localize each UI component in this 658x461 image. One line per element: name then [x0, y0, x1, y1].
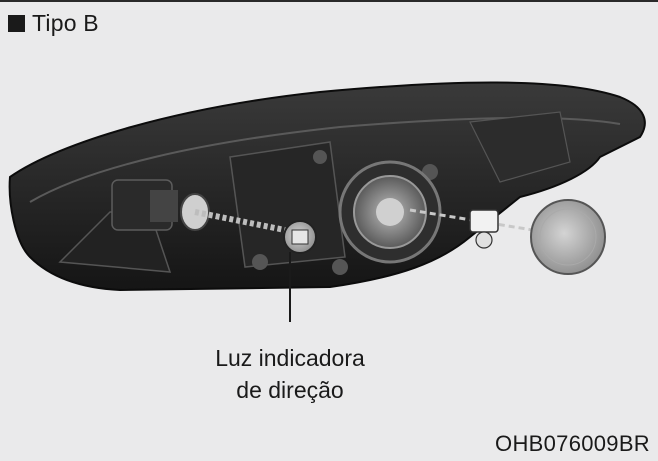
- callout-line-1: Luz indicadora: [215, 345, 365, 371]
- type-label: Tipo B: [32, 10, 99, 36]
- black-square-icon: [8, 15, 25, 32]
- figure-code: OHB076009BR: [495, 431, 650, 456]
- callout-line-2: de direção: [236, 377, 344, 403]
- figure-header: Tipo B: [8, 10, 99, 37]
- position-bulb-socket: [180, 193, 286, 233]
- headlamp-illustration: [8, 81, 646, 322]
- dust-cap: [530, 199, 606, 275]
- exploded-bulb: [409, 208, 546, 249]
- turn-signal-callout: Luz indicadora de direção: [190, 342, 390, 406]
- main-lamp-socket: [338, 160, 442, 264]
- turn-signal-bulb: [283, 220, 317, 254]
